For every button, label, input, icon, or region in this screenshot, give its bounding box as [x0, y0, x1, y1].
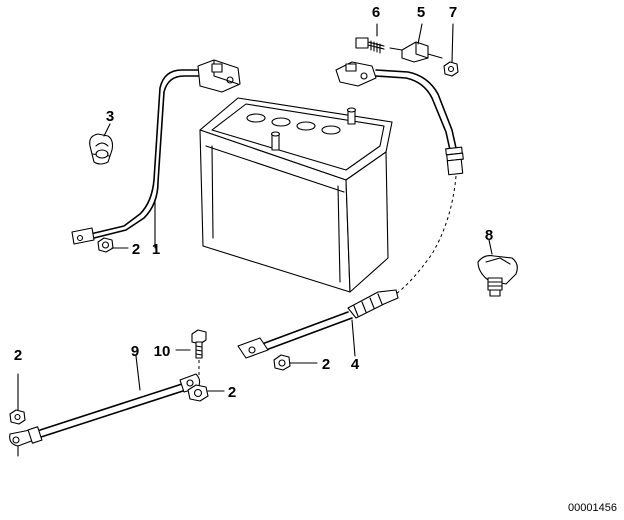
cable-clip-part-3[interactable]	[89, 133, 114, 165]
callout-1: 1	[152, 241, 160, 258]
callout-2-cable-1: 2	[132, 241, 140, 258]
callout-2-cable-4: 2	[322, 356, 330, 373]
callout-6: 6	[372, 4, 380, 21]
callout-4: 4	[351, 356, 360, 373]
callout-leaders	[103, 23, 493, 392]
terminal-bolt-part-6[interactable]	[355, 37, 385, 54]
callout-8: 8	[485, 227, 493, 244]
diagram-code: 00001456	[568, 502, 617, 514]
callout-9: 9	[131, 343, 139, 360]
nut-part-2-cable-1[interactable]	[97, 237, 114, 253]
callout-2-left: 2	[14, 347, 22, 364]
nut-part-2-left[interactable]	[9, 373, 26, 457]
ground-cable-part-9[interactable]	[9, 373, 201, 447]
callout-7: 7	[449, 4, 457, 21]
nut-part-2-cable-4[interactable]	[273, 354, 291, 371]
battery-cable-part-4[interactable]	[237, 61, 464, 359]
nut-part-7[interactable]	[443, 61, 459, 77]
battery-cable-part-1[interactable]	[71, 59, 241, 245]
nut-part-2-bottom[interactable]	[187, 384, 209, 402]
battery	[199, 97, 393, 293]
callout-10: 10	[154, 343, 171, 360]
callout-5: 5	[417, 4, 425, 21]
callout-3: 3	[106, 108, 114, 125]
callout-2-bottom: 2	[228, 384, 236, 401]
bolt-part-10[interactable]	[191, 329, 207, 376]
terminal-clamp-part-5[interactable]	[389, 41, 443, 63]
sensor-part-8[interactable]	[477, 255, 518, 297]
